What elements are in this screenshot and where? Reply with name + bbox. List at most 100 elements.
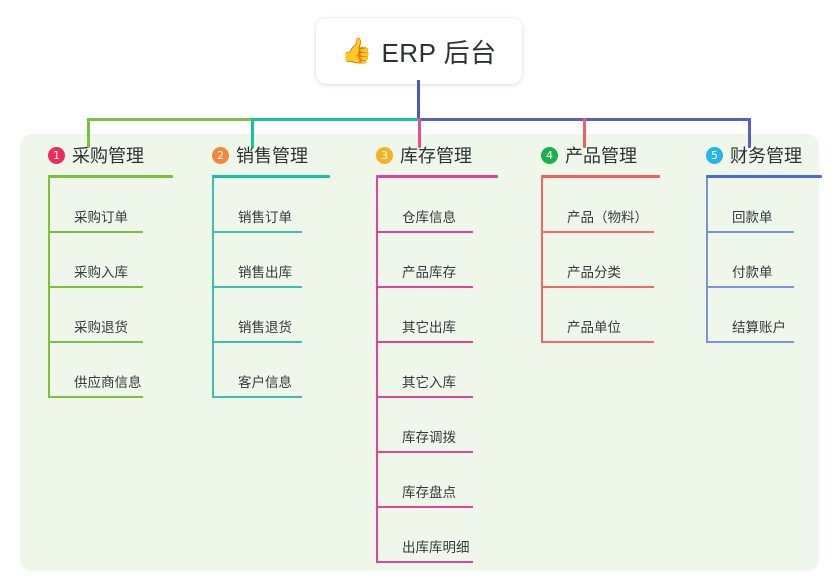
- leaf-item[interactable]: 库存盘点: [376, 453, 521, 508]
- leaf-item-rule: [376, 561, 473, 563]
- connector-drop-5: [748, 118, 751, 148]
- leaf-item[interactable]: 库存调拨: [376, 398, 521, 453]
- column-spine-5: [706, 178, 708, 343]
- leaf-item-label: 销售出库: [238, 265, 292, 280]
- leaf-item-label: 仓库信息: [402, 210, 456, 225]
- column-items-1: 采购订单采购入库采购退货供应商信息: [48, 178, 193, 398]
- leaf-item-label: 出库库明细: [402, 540, 470, 555]
- column-title-2: 销售管理: [236, 146, 308, 166]
- leaf-item-label: 库存盘点: [402, 485, 456, 500]
- thumbs-up-icon: 👍: [341, 36, 373, 65]
- column-badge-5: 5: [706, 146, 723, 164]
- leaf-item-label: 产品（物料）: [567, 210, 648, 225]
- column-badge-4: 4: [541, 146, 558, 164]
- leaf-item[interactable]: 销售出库: [212, 233, 357, 288]
- column-1: 1 采购管理采购订单采购入库采购退货供应商信息: [28, 140, 193, 398]
- leaf-item-rule: [541, 286, 654, 288]
- column-2: 2 销售管理销售订单销售出库销售退货客户信息: [192, 140, 357, 398]
- leaf-item-rule: [212, 396, 302, 398]
- leaf-item-rule: [706, 286, 794, 288]
- leaf-item-label: 产品分类: [567, 265, 621, 280]
- column-spine-2: [212, 178, 214, 398]
- leaf-item-rule: [376, 506, 473, 508]
- leaf-item[interactable]: 客户信息: [212, 343, 357, 398]
- column-spine-1: [48, 178, 50, 398]
- leaf-item-rule: [541, 231, 654, 233]
- leaf-item-label: 付款单: [732, 265, 773, 280]
- root-node-title: ERP 后台: [381, 37, 497, 68]
- column-title-1: 采购管理: [72, 146, 144, 166]
- column-rule-4: [541, 175, 660, 178]
- column-header-2[interactable]: 2 销售管理: [192, 140, 357, 178]
- column-items-3: 仓库信息产品库存其它出库其它入库库存调拨库存盘点出库库明细: [376, 178, 521, 563]
- leaf-item[interactable]: 产品（物料）: [541, 178, 686, 233]
- column-spine-3: [376, 178, 378, 563]
- leaf-item[interactable]: 付款单: [706, 233, 836, 288]
- leaf-item[interactable]: 产品单位: [541, 288, 686, 343]
- leaf-item-rule: [706, 341, 794, 343]
- leaf-item[interactable]: 其它入库: [376, 343, 521, 398]
- leaf-item[interactable]: 出库库明细: [376, 508, 521, 563]
- leaf-item[interactable]: 供应商信息: [48, 343, 193, 398]
- leaf-item[interactable]: 产品分类: [541, 233, 686, 288]
- leaf-item-rule: [212, 286, 302, 288]
- column-items-4: 产品（物料） 产品分类产品单位: [541, 178, 686, 343]
- diagram-background-panel: [20, 134, 819, 571]
- leaf-item-label: 采购入库: [74, 265, 128, 280]
- connector-bar-segment-1: [87, 118, 254, 121]
- leaf-item-rule: [48, 341, 143, 343]
- column-header-3[interactable]: 3 库存管理: [356, 140, 521, 178]
- leaf-item[interactable]: 采购退货: [48, 288, 193, 343]
- leaf-item-rule: [212, 231, 302, 233]
- leaf-item[interactable]: 其它出库: [376, 288, 521, 343]
- column-title-3: 库存管理: [400, 146, 472, 166]
- leaf-item-label: 结算账户: [732, 320, 786, 335]
- column-badge-3: 3: [376, 146, 393, 164]
- leaf-item-label: 回款单: [732, 210, 773, 225]
- leaf-item[interactable]: 产品库存: [376, 233, 521, 288]
- leaf-item[interactable]: 销售订单: [212, 178, 357, 233]
- column-spine-4: [541, 178, 543, 343]
- leaf-item-rule: [376, 341, 473, 343]
- column-rule-5: [706, 175, 822, 178]
- leaf-item-label: 其它出库: [402, 320, 456, 335]
- connector-bar-segment-2: [251, 118, 421, 121]
- leaf-item-rule: [376, 231, 473, 233]
- leaf-item-rule: [48, 286, 143, 288]
- leaf-item-label: 供应商信息: [74, 375, 142, 390]
- leaf-item-label: 其它入库: [402, 375, 456, 390]
- leaf-item-label: 销售退货: [238, 320, 292, 335]
- column-badge-2: 2: [212, 146, 229, 164]
- column-badge-1: 1: [48, 146, 65, 164]
- leaf-item-rule: [376, 286, 473, 288]
- leaf-item-rule: [212, 341, 302, 343]
- leaf-item[interactable]: 仓库信息: [376, 178, 521, 233]
- leaf-item-label: 采购退货: [74, 320, 128, 335]
- leaf-item-rule: [376, 451, 473, 453]
- leaf-item-rule: [376, 396, 473, 398]
- leaf-item-label: 采购订单: [74, 210, 128, 225]
- connector-drop-1: [87, 118, 90, 148]
- connector-drop-3: [418, 118, 421, 148]
- leaf-item-label: 销售订单: [238, 210, 292, 225]
- leaf-item-rule: [48, 231, 143, 233]
- leaf-item[interactable]: 采购入库: [48, 233, 193, 288]
- column-3: 3 库存管理仓库信息产品库存其它出库其它入库库存调拨库存盘点出库库明细: [356, 140, 521, 563]
- connector-root-stem: [417, 80, 420, 121]
- leaf-item-rule: [706, 231, 794, 233]
- column-header-1[interactable]: 1 采购管理: [28, 140, 193, 178]
- leaf-item[interactable]: 结算账户: [706, 288, 836, 343]
- leaf-item-label: 产品单位: [567, 320, 621, 335]
- leaf-item[interactable]: 回款单: [706, 178, 836, 233]
- leaf-item[interactable]: 采购订单: [48, 178, 193, 233]
- connector-drop-2: [251, 118, 254, 148]
- column-rule-3: [376, 175, 498, 178]
- root-node[interactable]: 👍 ERP 后台: [316, 18, 522, 84]
- leaf-item[interactable]: 销售退货: [212, 288, 357, 343]
- column-items-2: 销售订单销售出库销售退货客户信息: [212, 178, 357, 398]
- leaf-item-label: 产品库存: [402, 265, 456, 280]
